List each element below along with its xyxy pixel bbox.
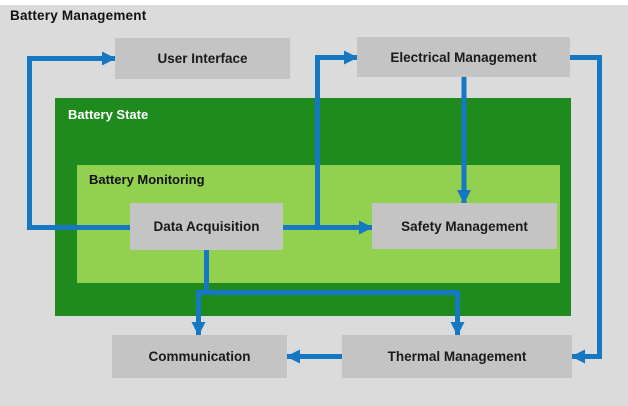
- connector-data-acquisition-to-electrical-management: [315, 50, 358, 229]
- connector-data-acquisition-to-thermal-management: [205, 290, 465, 336]
- node-thermal-management: Thermal Management: [342, 335, 572, 378]
- node-electrical-management: Electrical Management: [357, 37, 570, 77]
- connector-electrical-management-to-thermal-management: [570, 55, 602, 364]
- node-user-interface: User Interface: [115, 38, 290, 79]
- node-electrical-management-label: Electrical Management: [390, 49, 537, 65]
- page-title: Battery Management: [10, 8, 147, 23]
- group-battery-monitoring-label: Battery Monitoring: [89, 172, 205, 187]
- node-user-interface-label: User Interface: [157, 51, 248, 66]
- connector-data-acquisition-to-communication: [191, 250, 209, 336]
- node-safety-management-label: Safety Management: [401, 218, 528, 234]
- node-thermal-management-label: Thermal Management: [387, 349, 527, 364]
- node-safety-management: Safety Management: [372, 203, 557, 249]
- node-communication-label: Communication: [148, 349, 251, 364]
- node-communication: Communication: [112, 335, 287, 378]
- node-data-acquisition-label: Data Acquisition: [153, 219, 260, 234]
- connector-data-acquisition-to-user-interface: [27, 51, 131, 230]
- group-battery-state-label: Battery State: [68, 107, 149, 122]
- node-data-acquisition: Data Acquisition: [130, 203, 283, 250]
- top-strip: [0, 0, 628, 5]
